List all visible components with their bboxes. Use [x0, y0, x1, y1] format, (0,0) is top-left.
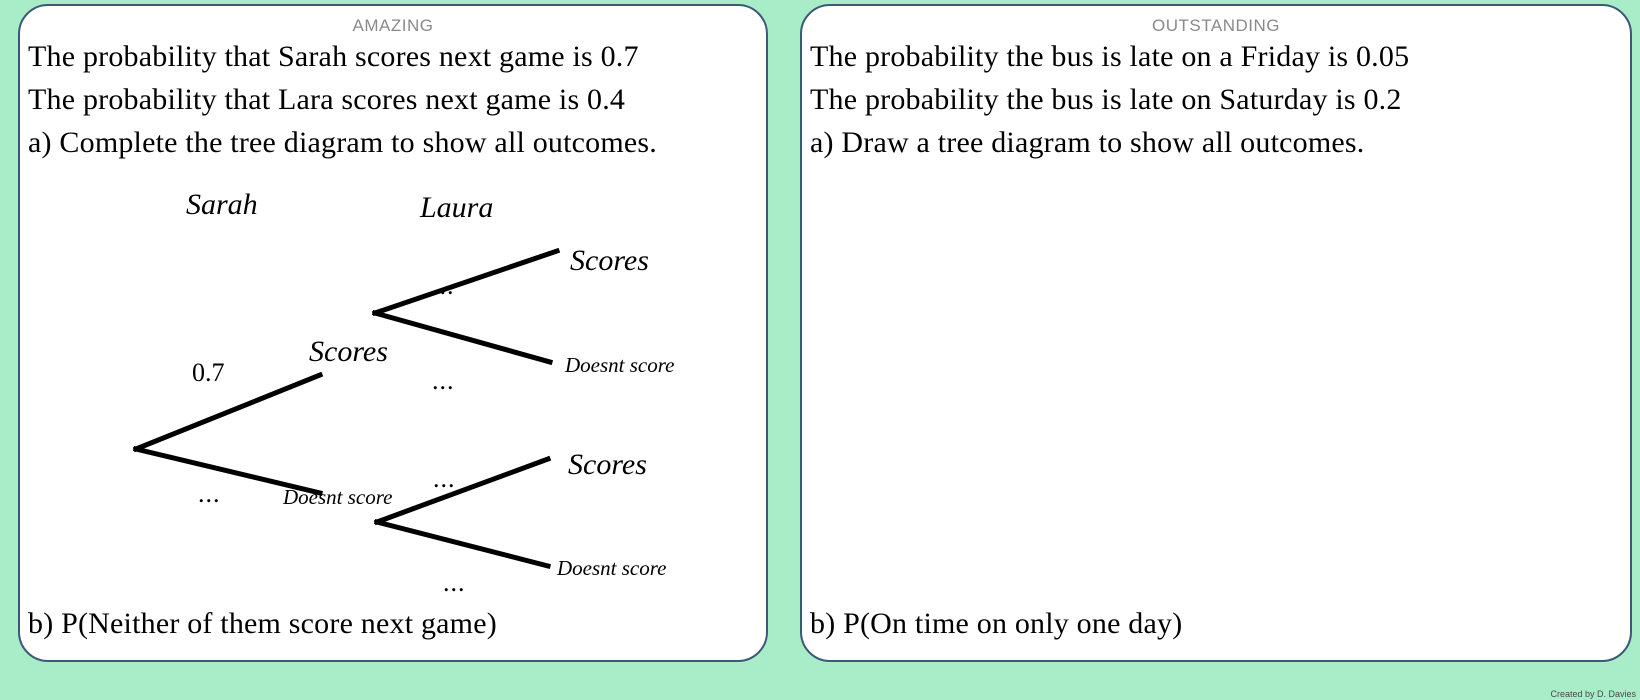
question-part-a: a) Draw a tree diagram to show all outco… — [810, 126, 1365, 159]
branch-upper-lower — [371, 309, 554, 366]
tree-header-laura: Laura — [420, 191, 494, 224]
tree-node-upper-lower: Doesnt score — [565, 353, 675, 377]
tree-prob-upper-lower: ... — [432, 366, 455, 395]
branch-lower-lower — [373, 518, 552, 570]
question-line-2: The probability the bus is late on Satur… — [810, 83, 1402, 116]
question-card-amazing: AMAZING The probability that Sarah score… — [18, 4, 768, 662]
tree-prob-upper-upper: ... — [432, 271, 455, 300]
tree-prob-lower-lower: ... — [443, 568, 466, 597]
branch-root-upper — [132, 371, 324, 453]
question-line-1: The probability the bus is late on a Fri… — [810, 40, 1410, 73]
difficulty-label-outstanding: OUTSTANDING — [1152, 16, 1280, 35]
credit-text: Created by D. Davies — [1550, 689, 1636, 699]
question-part-b: b) P(On time on only one day) — [810, 607, 1183, 640]
tree-node-upper-upper: Scores — [570, 244, 649, 277]
tree-prob-lower-upper: ... — [433, 464, 456, 493]
question-card-outstanding: OUTSTANDING The probability the bus is l… — [800, 4, 1632, 662]
branch-upper-upper — [371, 247, 561, 317]
question-line-1: The probability that Sarah scores next g… — [28, 40, 639, 73]
tree-header-sarah: Sarah — [186, 188, 258, 221]
tree-prob-root-upper: 0.7 — [192, 358, 225, 387]
question-line-2: The probability that Lara scores next ga… — [28, 83, 626, 116]
difficulty-label-amazing: AMAZING — [352, 16, 434, 35]
question-part-a: a) Complete the tree diagram to show all… — [28, 126, 657, 159]
tree-node-level1-upper: Scores — [309, 335, 388, 368]
question-part-b: b) P(Neither of them score next game) — [28, 607, 497, 640]
tree-node-lower-lower: Doesnt score — [557, 556, 667, 580]
tree-node-lower-upper: Scores — [568, 448, 647, 481]
tree-node-level1-lower: Doesnt score — [283, 485, 393, 509]
tree-prob-root-lower: ... — [198, 479, 221, 508]
branch-lower-upper — [373, 455, 552, 526]
